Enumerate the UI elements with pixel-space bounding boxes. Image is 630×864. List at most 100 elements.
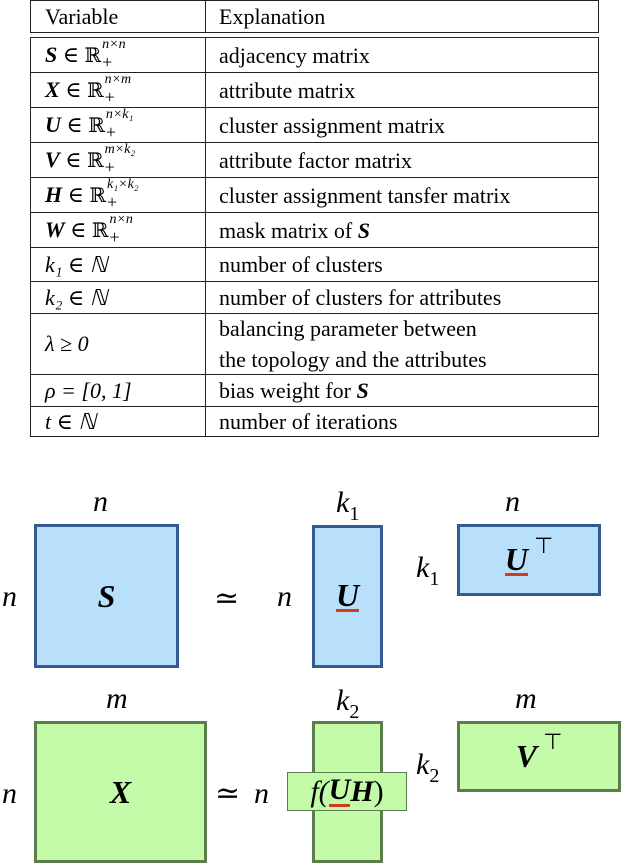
dim-k: k: [416, 748, 430, 781]
relation: ∈: [70, 217, 87, 242]
superscript: n×m: [104, 72, 132, 87]
matrix-ut-label: U: [504, 540, 528, 577]
subscript: +: [104, 157, 115, 177]
dim-label-left-fuh: n: [254, 777, 269, 810]
relation: ∈: [66, 112, 83, 137]
superscript: n×n: [102, 37, 126, 52]
function-prefix: f(: [310, 774, 329, 808]
dim-subscript: 2: [349, 701, 360, 723]
matrix-x: X: [34, 721, 207, 863]
variable-cell: λ ≥ 0: [45, 331, 89, 356]
var-symbol: U: [45, 112, 61, 137]
relation: ∈: [67, 182, 84, 207]
superscript: k₁×k₂: [107, 177, 139, 192]
subscript: +: [107, 192, 118, 212]
variable-cell: k₁ ∈ ℕ: [45, 251, 108, 277]
relation: ∈: [62, 42, 80, 67]
relation: ∈: [65, 77, 82, 102]
subscript: +: [102, 52, 113, 72]
matrix-u-transpose: U⊤: [457, 524, 601, 596]
var-symbol: X: [45, 77, 60, 102]
dim-label-left-s: n: [2, 580, 17, 613]
dim-subscript: 2: [429, 765, 440, 787]
function-suffix: ): [373, 774, 384, 808]
explanation-symbol: S: [356, 378, 369, 403]
var-symbol: W: [45, 217, 65, 242]
set-symbol: ℝ: [89, 183, 107, 207]
set-symbol: ℝ: [84, 43, 102, 67]
subscript: +: [104, 87, 115, 107]
explanation-symbol: S: [357, 217, 370, 243]
dim-label-top-fuh: k2: [336, 684, 359, 724]
table-header: Variable Explanation: [30, 0, 599, 33]
table-row: k₁ ∈ ℕ number of clusters: [31, 247, 598, 281]
explanation-cell: number of clusters: [219, 252, 383, 277]
dim-label-left-x: n: [2, 777, 17, 810]
set-symbol: ℝ: [86, 78, 104, 102]
explanation-cell: balancing parameter between the topology…: [219, 316, 487, 372]
matrix-u-label: U: [328, 773, 351, 807]
explanation-cell: cluster assignment tansfer matrix: [219, 182, 511, 208]
table-row: k₂ ∈ ℕ number of clusters for attributes: [31, 281, 598, 313]
matrix-h-label: H: [350, 774, 374, 808]
relation: ∈: [65, 147, 82, 172]
matrix-s-label: S: [97, 577, 116, 614]
var-symbol: S: [45, 42, 58, 67]
explanation-cell: bias weight for S: [219, 375, 369, 406]
explanation-text: bias weight for: [219, 378, 357, 403]
transpose-symbol: ⊤: [533, 533, 554, 559]
matrix-vt-label: V: [515, 738, 538, 774]
dim-subscript: 1: [429, 568, 440, 590]
dim-label-top-u: k1: [336, 488, 359, 526]
matrix-s: S: [34, 524, 179, 668]
subscript: +: [105, 122, 116, 142]
var-symbol: H: [45, 182, 63, 207]
set-symbol: ℝ: [88, 113, 105, 137]
dim-label-top-s: n: [93, 485, 108, 518]
header-explanation: Explanation: [219, 4, 326, 29]
dim-label-top-vt: m: [515, 682, 537, 715]
header-variable: Variable: [45, 3, 119, 29]
superscript: n×n: [109, 212, 133, 227]
approx-symbol: ≃: [215, 777, 241, 810]
explanation-cell: number of iterations: [219, 409, 398, 434]
explanation-text: mask matrix of: [219, 217, 358, 243]
matrix-u: U: [312, 525, 383, 668]
variable-cell: t ∈ ℕ: [45, 408, 97, 434]
dim-subscript: 1: [349, 503, 360, 525]
table-row: ρ = [0, 1] bias weight for S: [31, 374, 598, 406]
variable-cell: ρ = [0, 1]: [45, 377, 132, 403]
column-divider: [205, 1, 206, 32]
table-row: λ ≥ 0 balancing parameter between the to…: [31, 313, 598, 374]
subscript: +: [109, 227, 120, 247]
matrix-v-transpose: V⊤: [457, 721, 621, 792]
dim-label-left-vt: k2: [416, 748, 439, 788]
explanation-cell: mask matrix of S: [219, 213, 370, 247]
superscript: m×k₂: [104, 142, 136, 157]
table-row: t ∈ ℕ number of iterations: [31, 406, 598, 436]
explanation-cell: number of clusters for attributes: [219, 285, 502, 310]
dim-label-left-u: n: [277, 580, 292, 613]
dim-k: k: [336, 684, 350, 717]
matrix-u-label: U: [335, 577, 360, 613]
variable-cell: k₂ ∈ ℕ: [45, 284, 108, 310]
dim-label-top-x: m: [106, 682, 128, 715]
dim-label-left-ut: k1: [416, 553, 439, 591]
matrix-x-label: X: [109, 773, 132, 810]
dim-label-top-ut: n: [505, 485, 520, 518]
explanation-cell: cluster assignment matrix: [219, 112, 446, 138]
superscript: n×k₁: [105, 107, 134, 122]
